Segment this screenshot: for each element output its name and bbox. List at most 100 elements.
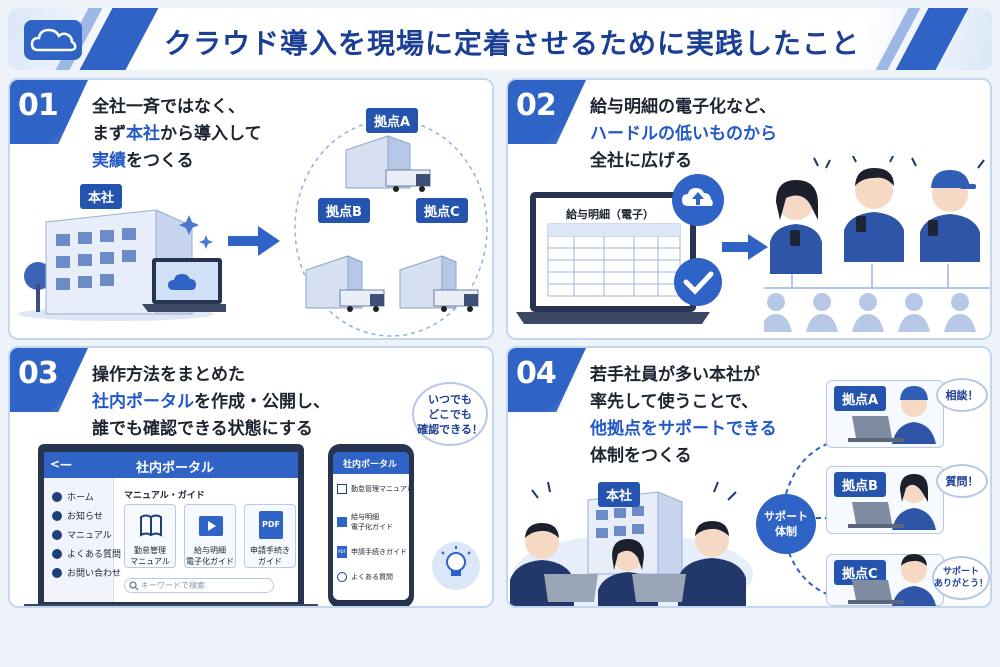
lead-line: 他拠点をサポートできる <box>590 416 777 443</box>
support-system-badge: サポート体制 <box>756 494 816 554</box>
pdf-icon: PDF <box>259 511 283 539</box>
play-icon <box>337 517 347 527</box>
page-title: クラウド導入を現場に定着させるために実践したこと <box>163 27 860 60</box>
lead-line: ハードルの低いものから <box>590 121 777 148</box>
hq-team-illustration <box>510 481 753 606</box>
lead-segment: を作成・公開し、 <box>194 392 330 412</box>
book-icon <box>140 514 162 537</box>
phone-item-faq[interactable]: よくある質問 <box>337 572 393 582</box>
sidebar-item-manual[interactable]: マニュアル <box>52 528 112 541</box>
branch-b-worker-illustration <box>848 474 936 530</box>
lightbulb-icon <box>432 542 480 590</box>
lead-line: 全社一斉ではなく、 <box>92 94 262 121</box>
panel-01: 01 全社一斉ではなく、まず本社から導入して実績をつくる 本社 <box>8 78 494 340</box>
lead-line: 給与明細の電子化など、 <box>590 94 777 121</box>
lead-segment: 給与明細の電子化など、 <box>590 97 777 117</box>
lead-line: 誰でも確認できる状態にする <box>92 416 330 443</box>
branch-network-illustration <box>294 119 488 337</box>
laptop-payslip-illustration <box>516 192 710 324</box>
lead-segment: 全社一斉ではなく、 <box>92 97 245 117</box>
lead-highlight: 実績 <box>92 151 126 171</box>
phone-item-payslip[interactable]: 給与明細電子化ガイド <box>337 512 393 532</box>
branch-c-label: 拠点C <box>416 198 468 223</box>
step-number-badge: 03 <box>10 348 88 412</box>
step-number-badge: 02 <box>508 80 586 144</box>
branch-a-label: 拠点A <box>834 386 887 411</box>
branch-b-label: 拠点B <box>318 198 370 223</box>
panel-02: 02 給与明細の電子化など、ハードルの低いものから全社に広げる 給与明細（電子） <box>506 78 992 340</box>
lead-segment: 若手社員が多い本社が <box>590 365 760 385</box>
lead-line: 全社に広げる <box>590 148 777 175</box>
question-icon <box>52 567 62 578</box>
sidebar-item-news[interactable]: お知らせ <box>52 509 103 522</box>
sidebar-item-home[interactable]: ホーム <box>52 490 94 503</box>
question-icon <box>52 548 62 559</box>
branch-c-worker-illustration <box>848 554 936 606</box>
speech-bubble: 質問！ <box>936 464 988 498</box>
section-title: マニュアル・ガイド <box>124 491 205 501</box>
panel-lead-text: 給与明細の電子化など、ハードルの低いものから全社に広げる <box>590 94 777 175</box>
phone-header-bar <box>333 452 409 474</box>
phone-portal-title: 社内ポータル <box>343 460 398 470</box>
lead-line: 率先して使うことで、 <box>590 389 777 416</box>
manual-card-payslip[interactable]: 給与明細電子化ガイド <box>184 504 236 568</box>
lead-segment: 率先して使うことで、 <box>590 392 759 412</box>
panel-lead-text: 全社一斉ではなく、まず本社から導入して実績をつくる <box>92 94 262 175</box>
portal-title: 社内ポータル <box>136 461 215 476</box>
portal-header-bar <box>44 452 298 478</box>
home-icon <box>52 491 62 502</box>
employees-with-smartphones-illustration <box>764 156 990 332</box>
lead-line: 操作方法をまとめた <box>92 362 330 389</box>
lead-highlight: 他拠点をサポートできる <box>590 419 777 439</box>
lead-segment: から導入して <box>160 124 262 144</box>
speech-bubble: 相談！ <box>936 378 988 412</box>
upload-check-icons <box>672 174 724 306</box>
arrow-right-icon <box>722 234 768 260</box>
hq-building-illustration <box>18 209 226 321</box>
pdf-icon: PDF <box>337 546 347 558</box>
lead-segment: まず <box>92 124 126 144</box>
page-header: クラウド導入を現場に定着させるために実践したこと <box>8 8 992 70</box>
hq-label: 本社 <box>598 482 641 507</box>
branch-a-worker-illustration <box>848 386 936 444</box>
book-icon <box>337 484 347 494</box>
sidebar-item-contact[interactable]: お問い合わせ <box>52 566 121 579</box>
lead-segment: 全社に広げる <box>590 151 692 171</box>
hq-label: 本社 <box>80 184 123 209</box>
panel-lead-text: 操作方法をまとめた社内ポータルを作成・公開し、誰でも確認できる状態にする <box>92 362 330 443</box>
search-icon <box>129 581 139 591</box>
back-button[interactable]: <— <box>50 457 73 471</box>
step-number-badge: 04 <box>508 348 586 412</box>
manual-card-attendance[interactable]: 勤怠管理マニュアル <box>124 504 176 568</box>
branch-b-label: 拠点B <box>834 472 886 497</box>
play-icon <box>199 516 223 536</box>
phone-item-attendance[interactable]: 勤怠管理マニュアル <box>337 484 409 494</box>
lead-line: まず本社から導入して <box>92 121 262 148</box>
lead-segment: 操作方法をまとめた <box>92 365 245 385</box>
laptop-base <box>24 604 318 606</box>
speech-bubble: サポートありがとう！ <box>932 556 990 600</box>
cloud-icon <box>24 20 82 60</box>
lead-line: 若手社員が多い本社が <box>590 362 777 389</box>
lead-highlight: 社内ポータル <box>92 392 194 412</box>
lead-line: 体制をつくる <box>590 443 777 470</box>
lead-line: 社内ポータルを作成・公開し、 <box>92 389 330 416</box>
payslip-screen-title: 給与明細（電子） <box>566 208 654 221</box>
portal-search-input[interactable]: キーワードで検索 <box>124 578 274 593</box>
lead-highlight: ハードルの低いものから <box>590 124 777 144</box>
arrow-right-icon <box>228 226 280 256</box>
step-number-badge: 01 <box>10 80 88 144</box>
branch-a-label: 拠点A <box>366 108 419 133</box>
search-icon <box>337 572 347 582</box>
manual-card-application[interactable]: PDF 申請手続きガイド <box>244 504 296 568</box>
portal-window: <— 社内ポータル ホーム お知らせ マニュアル よくある質問 お問い合わせ マ… <box>44 452 298 602</box>
document-icon <box>52 510 62 521</box>
speech-bubble: いつでもどこでも確認できる！ <box>412 382 488 446</box>
panel-04: 04 若手社員が多い本社が率先して使うことで、他拠点をサポートできる体制をつくる <box>506 346 992 608</box>
panel-03: 03 操作方法をまとめた社内ポータルを作成・公開し、誰でも確認できる状態にする … <box>8 346 494 608</box>
document-icon <box>52 529 62 540</box>
lead-segment: 体制をつくる <box>590 446 692 466</box>
sidebar-item-faq[interactable]: よくある質問 <box>52 547 121 560</box>
